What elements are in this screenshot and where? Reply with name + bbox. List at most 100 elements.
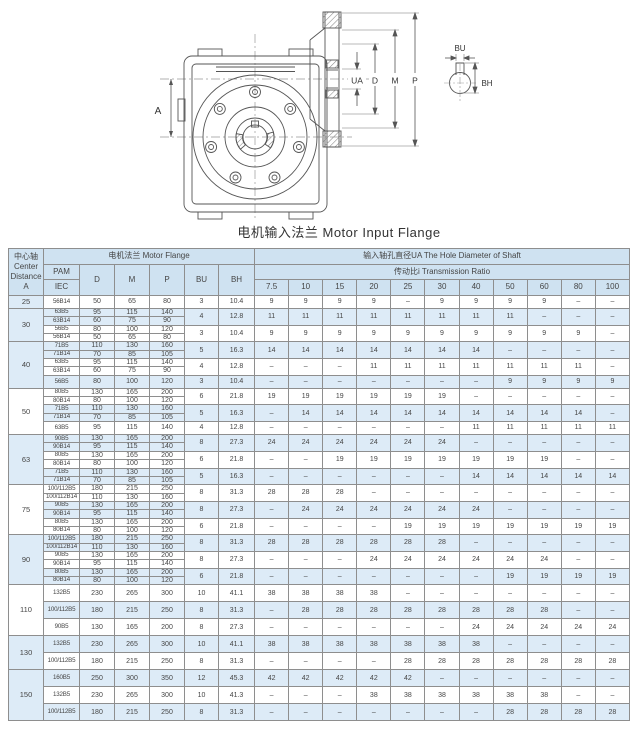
d-cell: 180 <box>79 534 115 544</box>
ratio-value-cell: – <box>526 635 562 654</box>
ratio-value-cell: 19 <box>424 450 460 469</box>
ratio-value-cell: 28 <box>458 652 494 671</box>
d-cell: 70 <box>79 412 115 423</box>
ratio-value-cell: 28 <box>254 534 290 552</box>
ratio-value-cell: – <box>560 584 596 603</box>
ratio-value-cell: – <box>560 308 596 326</box>
header-ratio: 50 <box>492 279 528 296</box>
p-cell: 250 <box>149 484 185 494</box>
p-cell: 120 <box>149 396 185 406</box>
d-cell: 130 <box>79 387 115 398</box>
d-cell: 180 <box>79 484 115 494</box>
ratio-value-cell: 14 <box>424 341 460 360</box>
ratio-value-cell: 11 <box>322 308 358 326</box>
ratio-value-cell: – <box>458 669 494 688</box>
bh-cell: 27.3 <box>217 434 256 452</box>
p-cell: 200 <box>149 618 185 637</box>
bu-cell: 3 <box>184 374 219 389</box>
bu-cell: 4 <box>184 421 219 436</box>
label-ua: UA <box>351 76 363 86</box>
ratio-value-cell: – <box>594 635 631 654</box>
ratio-value-cell: 24 <box>560 618 596 637</box>
bh-cell: 10.4 <box>217 324 256 343</box>
ratio-value-cell: 38 <box>424 635 460 654</box>
ratio-value-cell: – <box>492 484 528 502</box>
ratio-value-cell: – <box>254 652 290 671</box>
center-distance-cell: 150 <box>8 669 44 722</box>
pam-cell: 90B14 <box>43 442 80 452</box>
ratio-value-cell: 28 <box>492 652 528 671</box>
d-cell: 230 <box>79 686 115 705</box>
ratio-value-cell: – <box>254 450 290 469</box>
pam-cell: 100/112B14 <box>43 542 80 552</box>
p-cell: 200 <box>149 450 185 461</box>
ratio-value-cell: – <box>424 703 460 722</box>
ratio-value-cell: – <box>322 652 358 671</box>
ratio-value-cell: – <box>390 584 426 603</box>
ratio-value-cell: 38 <box>390 686 426 705</box>
ratio-value-cell: – <box>526 500 562 519</box>
m-cell: 165 <box>114 618 150 637</box>
ratio-value-cell: – <box>288 450 324 469</box>
ratio-value-cell: 11 <box>458 421 494 436</box>
m-cell: 115 <box>114 307 150 318</box>
ratio-value-cell: 9 <box>492 374 528 389</box>
ratio-value-cell: – <box>458 567 494 586</box>
ratio-value-cell: – <box>526 584 562 603</box>
ratio-value-cell: – <box>492 584 528 603</box>
ratio-value-cell: – <box>254 550 290 569</box>
ratio-value-cell: – <box>594 295 631 309</box>
ratio-value-cell: – <box>560 601 596 620</box>
ratio-value-cell: 42 <box>390 669 426 688</box>
bu-cell: 6 <box>184 450 219 469</box>
ratio-value-cell: – <box>390 374 426 389</box>
p-cell: 300 <box>149 686 185 705</box>
ratio-value-cell: 38 <box>356 584 392 603</box>
ratio-value-cell: 11 <box>356 358 392 376</box>
ratio-value-cell: 38 <box>458 686 494 705</box>
ratio-value-cell: – <box>288 467 324 486</box>
ratio-value-cell: – <box>322 358 358 376</box>
p-cell: 80 <box>149 333 185 343</box>
d-cell: 230 <box>79 584 115 603</box>
drawing-title: 电机输入法兰 Motor Input Flange <box>237 225 441 240</box>
ratio-value-cell: 11 <box>390 358 426 376</box>
ratio-value-cell: – <box>594 434 631 452</box>
pam-cell: 80B14 <box>43 396 80 406</box>
ratio-value-cell: 24 <box>390 550 426 569</box>
bh-cell: 21.8 <box>217 567 256 586</box>
bh-cell: 12.8 <box>217 308 256 326</box>
bh-cell: 41.1 <box>217 635 256 654</box>
ratio-value-cell: 24 <box>458 618 494 637</box>
extension-lines <box>342 12 419 147</box>
ratio-value-cell: – <box>560 434 596 452</box>
d-cell: 130 <box>79 434 115 444</box>
ratio-value-cell: 11 <box>458 308 494 326</box>
ratio-value-cell: 9 <box>288 324 324 343</box>
ratio-value-cell: 19 <box>254 387 290 406</box>
ratio-value-cell: 19 <box>560 517 596 536</box>
bu-cell: 6 <box>184 387 219 406</box>
bh-cell: 45.3 <box>217 669 256 688</box>
ratio-value-cell: 14 <box>458 341 494 360</box>
ratio-value-cell: – <box>322 618 358 637</box>
ratio-value-cell: 19 <box>526 567 562 586</box>
ratio-value-cell: 11 <box>390 308 426 326</box>
ratio-value-cell: – <box>492 387 528 406</box>
label-bu: BU <box>454 44 465 53</box>
m-cell: 165 <box>114 567 150 577</box>
ratio-value-cell: 14 <box>288 341 324 360</box>
pam-cell: 100/112B14 <box>43 492 80 502</box>
m-cell: 165 <box>114 387 150 398</box>
bu-cell: 8 <box>184 500 219 519</box>
ratio-value-cell: 19 <box>424 387 460 406</box>
m-cell: 100 <box>114 525 150 536</box>
pam-cell: 63B5 <box>43 421 80 436</box>
